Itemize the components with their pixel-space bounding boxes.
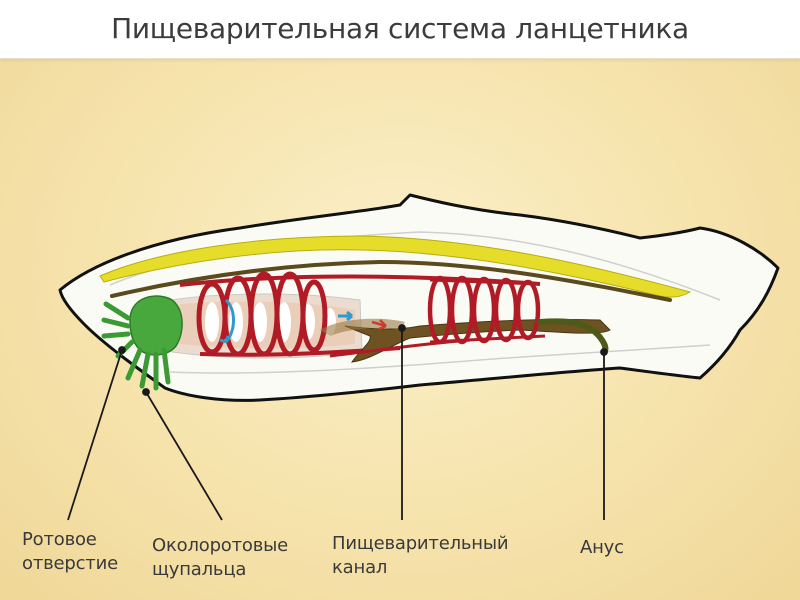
pointer-lines (67, 324, 608, 521)
water-arrow (346, 310, 353, 322)
gill-arch (300, 279, 328, 353)
pointer-dot-anus (600, 348, 608, 356)
tentacle (101, 331, 131, 339)
gill-slit (253, 302, 267, 342)
water-arrow (219, 335, 230, 344)
tentacle (161, 347, 171, 385)
page-title: Пищеварительная система ланцетника (111, 12, 689, 45)
pointer-dot-canal (398, 324, 406, 332)
label-tentacles-line2: щупальца (152, 559, 247, 580)
tentacle (139, 351, 151, 389)
title-bar: Пищеварительная система ланцетника (0, 0, 800, 59)
label-anus: Анус (580, 536, 624, 560)
label-mouth: Ротовое отверстие (22, 528, 118, 576)
pointer-dot-mouth (118, 346, 126, 354)
tentacle (103, 301, 131, 321)
label-anus-line1: Анус (580, 537, 624, 558)
notochord (99, 235, 692, 298)
label-tentacles: Околоротовые щупальца (152, 534, 288, 582)
tentacle (125, 347, 143, 381)
water-flow-arrows (219, 298, 353, 344)
tentacle (101, 317, 131, 329)
label-mouth-line1: Ротовое (22, 529, 97, 550)
dorsal-aorta (179, 274, 541, 287)
oral-hood-body (129, 295, 183, 356)
pointer-line-tentacles (145, 391, 223, 521)
label-canal-line2: канал (332, 557, 388, 578)
food-flow-arrow (371, 319, 387, 331)
nerve-cord (110, 259, 672, 302)
body-lower-contour (169, 344, 711, 374)
pointer-line-mouth (67, 349, 123, 521)
label-canal: Пищеварительный канал (332, 532, 509, 580)
pointer-dot-tentacles (142, 388, 150, 396)
gill-slit (205, 302, 219, 342)
label-canal-line1: Пищеварительный (332, 533, 509, 554)
digestive-canal (344, 318, 611, 363)
ventral-vessel (329, 338, 471, 358)
label-mouth-line2: отверстие (22, 553, 118, 574)
label-tentacles-line1: Околоротовые (152, 535, 289, 556)
